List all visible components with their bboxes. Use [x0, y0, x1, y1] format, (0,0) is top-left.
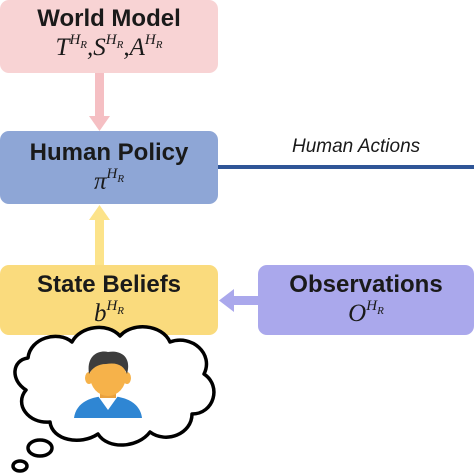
- human-policy-node: Human Policy πHR: [0, 131, 218, 204]
- world-model-title: World Model: [37, 5, 181, 32]
- observations-node: Observations OHR: [258, 265, 474, 335]
- state-beliefs-title: State Beliefs: [36, 271, 182, 298]
- edge-beliefs-to-policy: [89, 205, 110, 265]
- observations-symbol: OHR: [348, 297, 384, 327]
- edge-observations-to-beliefs: [219, 289, 258, 312]
- world-model-symbols: THR,SHR,AHR: [55, 31, 163, 61]
- state-beliefs-symbol: bHR: [93, 297, 125, 327]
- person-avatar-icon: [74, 351, 142, 418]
- observations-title: Observations: [289, 271, 443, 298]
- human-actions-label: Human Actions: [292, 136, 421, 157]
- human-policy-title: Human Policy: [29, 139, 189, 166]
- human-policy-symbol: πHR: [93, 165, 125, 195]
- edge-world-model-to-policy: [89, 73, 110, 131]
- world-model-node: World Model THR,SHR,AHR: [0, 0, 218, 73]
- state-beliefs-node: State Beliefs bHR: [0, 265, 218, 335]
